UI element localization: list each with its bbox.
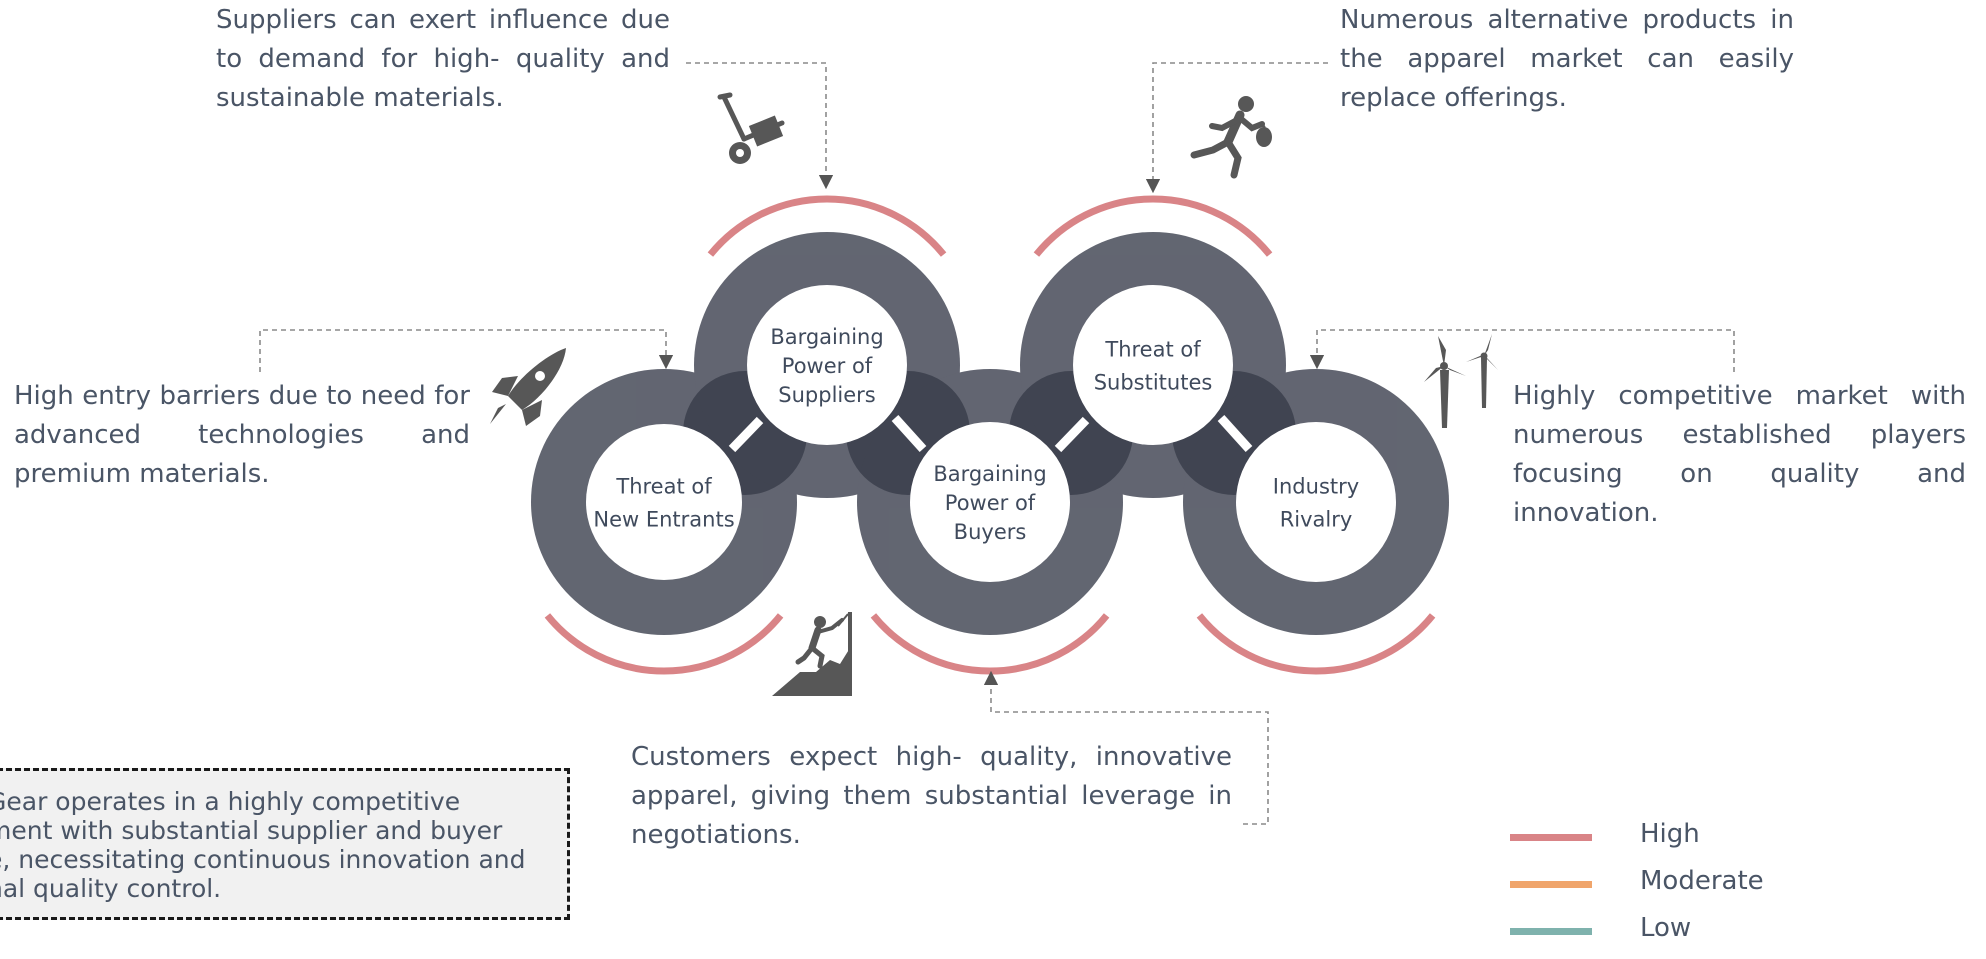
level-arc-suppliers	[707, 195, 947, 257]
rocket-icon	[490, 348, 566, 426]
level-arc-new-entrants	[544, 613, 784, 675]
connectors	[259, 62, 1735, 825]
suppliers-description: Suppliers can exert influence due to dem…	[216, 5, 670, 113]
connector-substitutes	[1145, 62, 1328, 194]
overlap-separators	[728, 414, 1253, 453]
running-thief-icon	[1190, 96, 1272, 179]
connector-rivalry	[1309, 329, 1735, 372]
hand-truck-icon	[717, 92, 785, 164]
buyers-description: Customers expect high- quality, innovati…	[631, 742, 1232, 850]
climber-icon	[772, 612, 852, 696]
legend-label-high: High	[1640, 819, 1700, 849]
legend-label-moderate: Moderate	[1640, 866, 1764, 896]
inner-discs	[586, 285, 1396, 582]
substitutes-description: Numerous alternative products in the app…	[1340, 5, 1794, 113]
connector-new-entrants	[259, 329, 674, 372]
level-arc-rivalry	[1196, 613, 1436, 675]
legend-label-low: Low	[1640, 913, 1692, 943]
legend-swatch-moderate	[1510, 881, 1592, 888]
legend-swatch-high	[1510, 834, 1592, 841]
new-entrants-description: High entry barriers due to need for adva…	[14, 381, 470, 489]
legend-swatch-low	[1510, 928, 1592, 935]
connector-suppliers	[686, 62, 834, 190]
level-arc-substitutes	[1033, 195, 1273, 257]
rivalry-description: Highly competitive market with numerous …	[1513, 381, 1966, 528]
wind-turbines-icon	[1424, 334, 1498, 428]
connector-buyers	[983, 670, 1269, 825]
